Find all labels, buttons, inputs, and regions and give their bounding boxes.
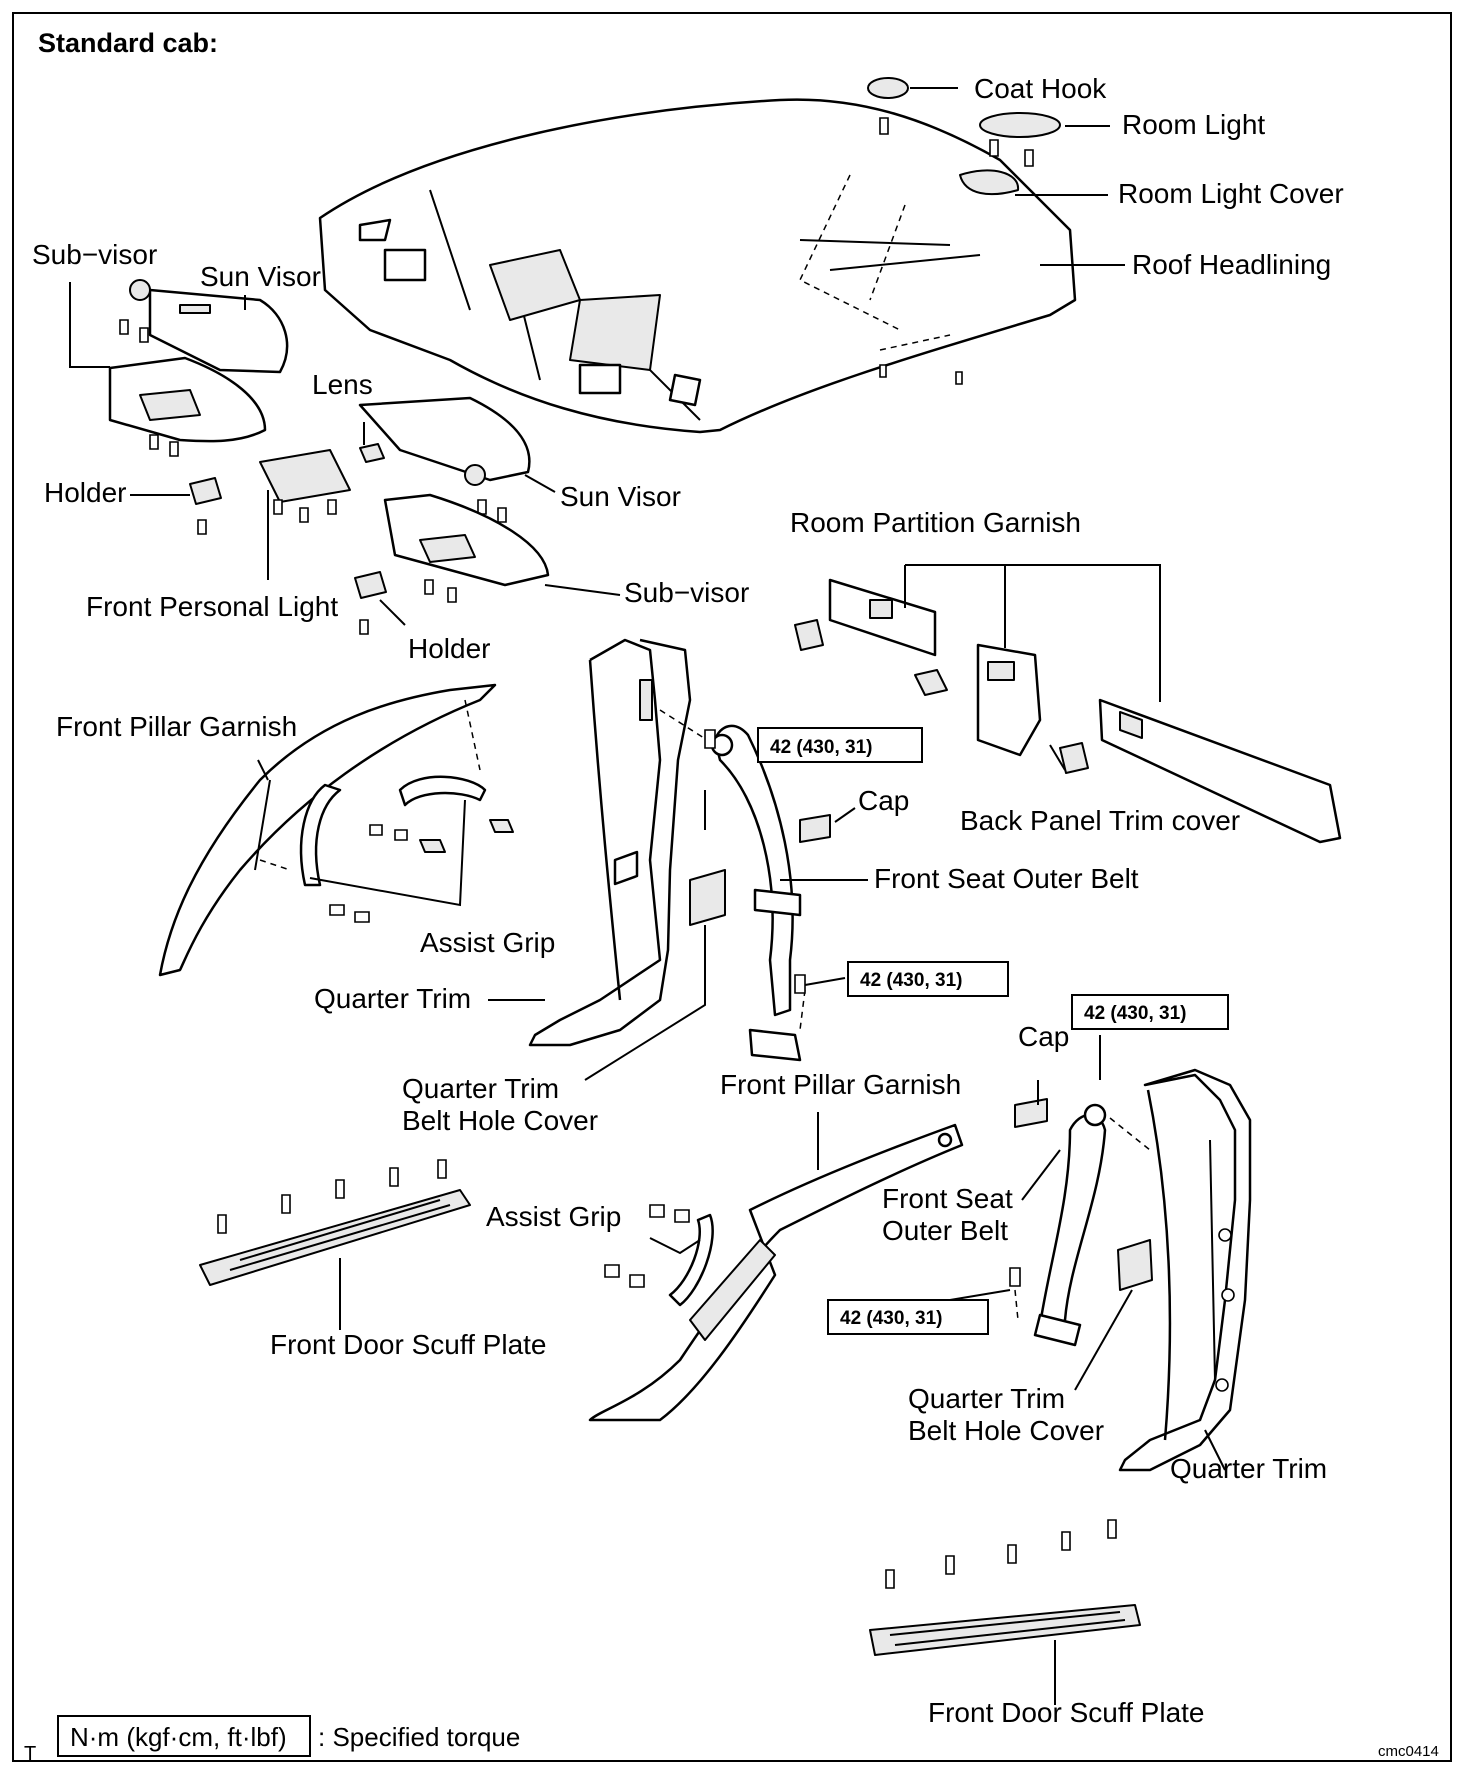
label-front-pillar-garnish-right: Front Pillar Garnish <box>720 1069 961 1100</box>
front-pillar-garnish-right-part <box>588 1123 964 1422</box>
figure-code: cmc0414 <box>1378 1743 1439 1760</box>
quarter-trim-left-part <box>528 638 692 1047</box>
sub-visor-right-part <box>383 493 550 603</box>
lens-part <box>359 443 385 463</box>
quarter-trim-belt-hole-cover-left-part <box>689 869 726 926</box>
label-front-personal-light: Front Personal Light <box>86 591 338 622</box>
holder-right-part <box>354 571 387 635</box>
front-personal-light-part <box>259 449 351 523</box>
label-front-pillar-garnish-left: Front Pillar Garnish <box>56 711 297 742</box>
label-holder-right: Holder <box>408 633 490 664</box>
label-holder-left: Holder <box>44 477 126 508</box>
label-front-door-scuff-plate-left: Front Door Scuff Plate <box>270 1329 547 1360</box>
torque-box-1: 42 (430, 31) <box>757 727 923 763</box>
label-quarter-trim-right: Quarter Trim <box>1170 1453 1327 1484</box>
label-sub-visor-left: Sub−visor <box>32 239 157 270</box>
sub-visor-left-part <box>108 356 267 457</box>
roof-headlining-part <box>318 98 1077 434</box>
label-assist-grip-right: Assist Grip <box>486 1201 621 1232</box>
label-cap-lower: Cap <box>1018 1021 1069 1052</box>
label-quarter-trim-belt-hole-cover-left-line1: Quarter Trim <box>402 1073 559 1104</box>
label-quarter-trim-left: Quarter Trim <box>314 983 471 1014</box>
label-back-panel-trim-cover: Back Panel Trim cover <box>960 805 1240 836</box>
cap-lower-part <box>1014 1098 1048 1128</box>
room-partition-garnish-part <box>828 578 1342 844</box>
legend-corner-mark: T <box>24 1743 36 1765</box>
torque-value-3: 42 (430, 31) <box>1084 1003 1186 1024</box>
label-coat-hook: Coat Hook <box>974 73 1107 104</box>
holder-left-part <box>189 477 222 535</box>
label-room-light-cover: Room Light Cover <box>1118 178 1344 209</box>
front-seat-outer-belt-lower-part <box>1009 1103 1151 1347</box>
label-front-seat-outer-belt-upper: Front Seat Outer Belt <box>874 863 1139 894</box>
headlining-opening <box>383 248 427 282</box>
label-quarter-trim-belt-hole-cover-left-line2: Belt Hole Cover <box>402 1105 598 1136</box>
front-door-scuff-plate-right-part <box>869 1519 1141 1656</box>
label-sun-visor-right: Sun Visor <box>560 481 681 512</box>
legend-description: : Specified torque <box>318 1722 520 1752</box>
assist-grip-right-part <box>604 1204 714 1307</box>
diagram-title: Standard cab: <box>38 28 218 58</box>
label-sun-visor-left: Sun Visor <box>200 261 321 292</box>
cap-upper-part <box>799 814 831 843</box>
diagram-frame <box>12 12 1452 1762</box>
room-light-part <box>979 112 1061 167</box>
quarter-trim-right-part <box>1118 1068 1252 1472</box>
quarter-trim-belt-hole-cover-right-part <box>1117 1239 1153 1291</box>
label-front-seat-outer-belt-lower-line1: Front Seat <box>882 1183 1013 1214</box>
coat-hook-part <box>867 77 909 135</box>
sun-visor-right-part <box>358 396 531 523</box>
label-lens: Lens <box>312 369 373 400</box>
front-door-scuff-plate-left-part <box>199 1159 471 1286</box>
label-sub-visor-right: Sub−visor <box>624 577 749 608</box>
torque-value-4: 42 (430, 31) <box>840 1308 942 1329</box>
torque-value-2: 42 (430, 31) <box>860 970 962 991</box>
label-cap-upper: Cap <box>858 785 909 816</box>
label-roof-headlining: Roof Headlining <box>1132 249 1331 280</box>
assist-grip-left-part <box>299 775 514 923</box>
back-panel-trim-cover-part <box>794 619 1089 774</box>
label-front-door-scuff-plate-right: Front Door Scuff Plate <box>928 1697 1205 1728</box>
front-seat-outer-belt-upper-part <box>659 709 806 1062</box>
torque-box-2: 42 (430, 31) <box>847 961 1009 997</box>
label-assist-grip-left: Assist Grip <box>420 927 555 958</box>
sun-visor-left-part <box>119 279 289 374</box>
room-light-cover-part <box>959 169 1020 196</box>
torque-box-4: 42 (430, 31) <box>827 1299 989 1335</box>
label-room-light: Room Light <box>1122 109 1265 140</box>
label-room-partition-garnish: Room Partition Garnish <box>790 507 1081 538</box>
torque-value-1: 42 (430, 31) <box>770 737 872 758</box>
legend-unit-box: N·m (kgf·cm, ft·lbf) <box>70 1722 287 1752</box>
front-pillar-garnish-left-part <box>158 683 497 977</box>
label-front-seat-outer-belt-lower-line2: Outer Belt <box>882 1215 1008 1246</box>
legend: T N·m (kgf·cm, ft·lbf) : Specified torqu… <box>24 1715 520 1765</box>
torque-box-3: 42 (430, 31) <box>1071 994 1229 1030</box>
label-quarter-trim-belt-hole-cover-right-line1: Quarter Trim <box>908 1383 1065 1414</box>
leader-lines <box>69 87 1226 1705</box>
label-quarter-trim-belt-hole-cover-right-line2: Belt Hole Cover <box>908 1415 1104 1446</box>
